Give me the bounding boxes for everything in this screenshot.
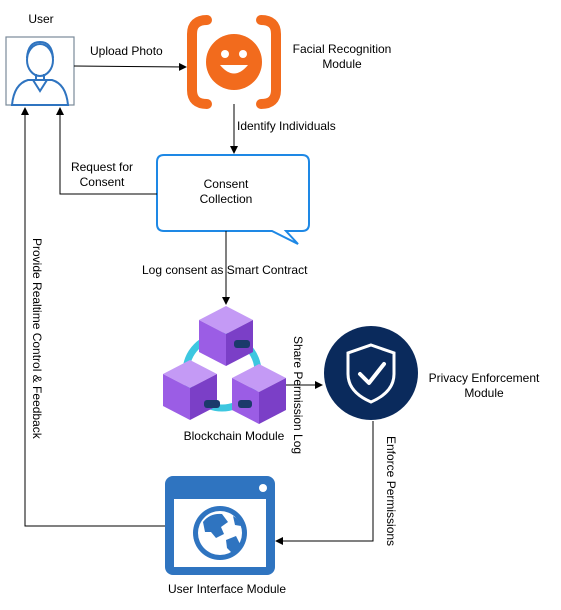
- privacy-enforcement-label: Privacy Enforcement Module: [428, 371, 540, 400]
- speech-bubble-icon: [156, 154, 310, 245]
- identify-individuals-label: Identify Individuals: [237, 119, 336, 133]
- user-avatar-icon: [5, 36, 75, 106]
- request-consent-label: Request for Consent: [70, 160, 134, 189]
- user-label: User: [28, 12, 54, 26]
- upload-photo-label: Upload Photo: [90, 44, 163, 58]
- facial-recognition-label: Facial Recognition Module: [292, 42, 392, 71]
- smiley-face-icon: [187, 15, 281, 109]
- enforce-permissions-label: Enforce Permissions: [384, 436, 398, 547]
- blockchain-cubes-icon: [163, 306, 286, 424]
- edge-upload-photo: [73, 62, 187, 71]
- shield-check-icon: [324, 326, 418, 420]
- log-consent-label: Log consent as Smart Contract: [142, 263, 308, 277]
- edge-feedback: [21, 107, 165, 527]
- edge-request-consent: [56, 107, 157, 195]
- realtime-feedback-label: Provide Realtime Control & Feedback: [30, 238, 44, 439]
- blockchain-module-label: Blockchain Module: [183, 429, 285, 443]
- consent-collection-label: Consent Collection: [199, 177, 253, 206]
- share-permission-log-label: Share Permission Log: [291, 336, 305, 455]
- browser-window-globe-icon: [165, 476, 275, 575]
- user-interface-module-label: User Interface Module: [167, 582, 287, 596]
- edge-enforce: [275, 421, 374, 545]
